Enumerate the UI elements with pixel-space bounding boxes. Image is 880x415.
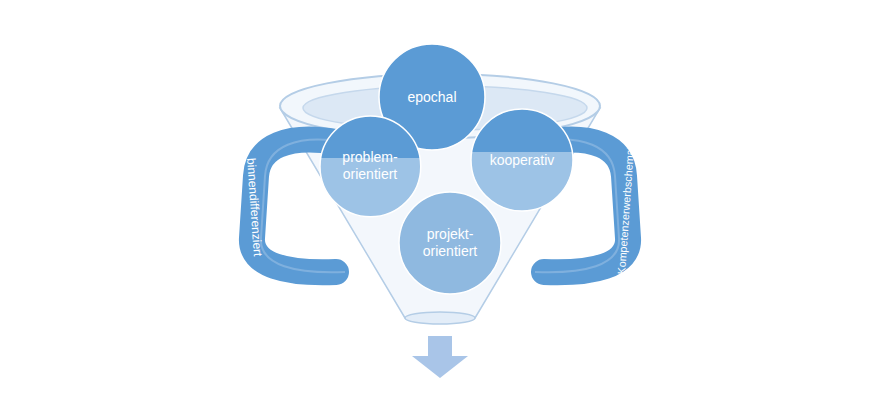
circle-label: problem- orientiert: [330, 149, 410, 183]
circle-label: kooperativ: [482, 152, 562, 169]
output-arrow: [412, 336, 468, 378]
handle-edge: [535, 140, 619, 273]
circle-label: epochal: [392, 89, 472, 106]
funnel-neck: [405, 312, 475, 324]
method-circle: kooperativ: [470, 108, 574, 212]
funnel-handle: binnendifferenziert: [232, 126, 336, 286]
method-circle: projekt- orientiert: [398, 191, 502, 295]
circle-fill: [471, 109, 573, 211]
handle-edge: [261, 140, 345, 273]
circle-fill: [320, 116, 421, 217]
method-circle: problem- orientiert: [319, 115, 422, 218]
circle-label: projekt- orientiert: [410, 226, 490, 260]
circle-fill: [399, 192, 501, 294]
